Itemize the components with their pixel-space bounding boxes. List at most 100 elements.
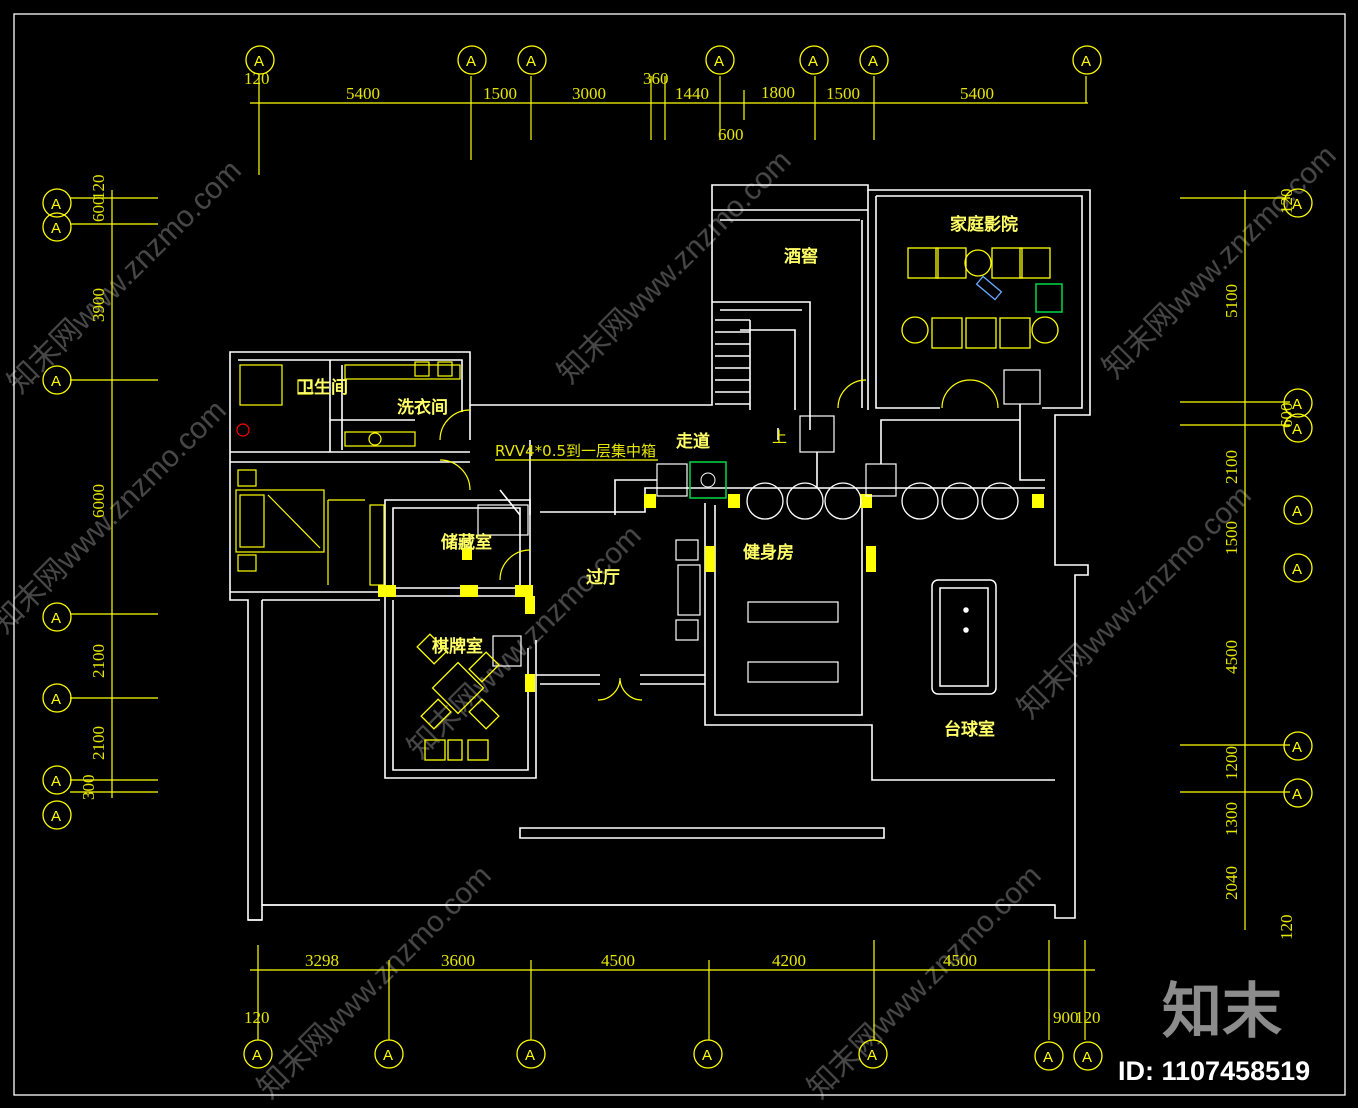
dim-bottom: 120: [1075, 1008, 1101, 1027]
bottom-dimension-text: 3298 3600 4500 4200 4500 120 900 120: [244, 951, 1101, 1027]
dim-bottom: 3298: [305, 951, 339, 970]
watermark-group: 知末网www.znzmo.com 知末网www.znzmo.com 知末网www…: [0, 139, 1343, 1105]
brand-watermark: 知末: [1162, 978, 1282, 1045]
axis-bubble-label: A: [808, 53, 818, 70]
walls: [229, 184, 1091, 921]
room-label-storage: 储藏室: [441, 532, 492, 553]
right-axis-bubbles: A A A A A A A: [1283, 188, 1313, 808]
dim-right: 5100: [1222, 284, 1241, 318]
axis-bubble-label: A: [1082, 1049, 1092, 1066]
axis-bubble-label: A: [1292, 421, 1302, 438]
axis-bubble-label: A: [466, 53, 476, 70]
dim-right: 2040: [1222, 866, 1241, 900]
room-label-home-theater: 家庭影院: [950, 214, 1018, 235]
dim-top: 120: [244, 69, 270, 88]
dim-right: 2100: [1222, 450, 1241, 484]
id-label: ID: 1107458519: [1118, 1056, 1310, 1086]
axis-bubble-label: A: [1292, 739, 1302, 756]
dim-top: 1500: [826, 84, 860, 103]
dim-top: 360: [643, 69, 669, 88]
room-label-corridor: 走道: [676, 431, 710, 452]
dim-top: 1500: [483, 84, 517, 103]
bottom-axis-bubbles: A A A A A A A: [243, 1039, 1103, 1071]
connection-lines: [499, 404, 1045, 516]
dim-bottom: 4500: [943, 951, 977, 970]
axis-bubble-label: A: [254, 53, 264, 70]
watermark-text: 知末网www.znzmo.com: [552, 144, 798, 390]
dim-top: 5400: [346, 84, 380, 103]
billiards-table: [931, 579, 997, 695]
room-label-chess: 棋牌室: [432, 636, 483, 657]
axis-bubble-label: A: [1292, 561, 1302, 578]
axis-bubble-label: A: [1043, 1049, 1053, 1066]
theater-seats: [901, 247, 1059, 349]
dim-left: 600: [89, 197, 108, 223]
dim-right: 1500: [1222, 521, 1241, 555]
left-dimension-line: [70, 190, 158, 798]
dim-left: 2100: [89, 726, 108, 760]
left-dimension-text: 600 120 3900 6000 2100 2100 300: [79, 175, 108, 801]
axis-bubble-label: A: [252, 1047, 262, 1064]
axis-bubble-label: A: [1292, 503, 1302, 520]
dim-right: 4500: [1222, 640, 1241, 674]
watermark-text: 知末网www.znzmo.com: [252, 859, 498, 1105]
wardrobe: [369, 504, 385, 586]
dim-top: 5400: [960, 84, 994, 103]
top-dimension-line: [250, 76, 1088, 175]
axis-bubble-label: A: [383, 1047, 393, 1064]
axis-bubble-label: A: [51, 773, 61, 790]
dim-bottom: 4500: [601, 951, 635, 970]
axis-bubble-label: A: [1292, 786, 1302, 803]
column-blocks: [378, 494, 1044, 692]
dim-left: 6000: [89, 484, 108, 518]
dim-right: 1200: [1222, 746, 1241, 780]
brand-logo: 知末: [1162, 978, 1282, 1045]
axis-bubble-label: A: [1292, 196, 1302, 213]
dim-left: 3900: [89, 288, 108, 322]
axis-bubble-label: A: [51, 691, 61, 708]
right-dimension-line: [1180, 190, 1290, 930]
dim-top: 3000: [572, 84, 606, 103]
dim-top: 600: [718, 125, 744, 144]
doors: [439, 379, 999, 701]
axis-bubble-label: A: [1081, 53, 1091, 70]
axis-bubble-label: A: [714, 53, 724, 70]
dim-right: 1300: [1222, 802, 1241, 836]
watermark-text: 知末网www.znzmo.com: [1097, 139, 1343, 385]
dim-bottom: 4200: [772, 951, 806, 970]
axis-bubble-label: A: [51, 196, 61, 213]
room-label-laundry: 洗衣间: [397, 397, 448, 418]
watermark-text: 知末网www.znzmo.com: [2, 154, 248, 400]
bathroom-fixtures: [236, 361, 461, 447]
axis-bubble-label: A: [51, 373, 61, 390]
axis-bubble-label: A: [868, 53, 878, 70]
room-label-wine-cellar: 酒窖: [784, 246, 818, 267]
stairs-up-label: 上: [772, 428, 787, 446]
dim-right: 600: [1277, 403, 1296, 429]
axis-bubble-label: A: [525, 1047, 535, 1064]
axis-bubble-label: A: [867, 1047, 877, 1064]
gym-equipment: [675, 539, 839, 683]
top-axis-bubbles: A A A A A A A: [245, 45, 1102, 75]
sheet-frame: [13, 13, 1346, 1096]
dim-bottom: 3600: [441, 951, 475, 970]
room-labels: 卫生间 洗衣间 酒窖 家庭影院 走道 储藏室 过厅 健身房 棋牌室 台球室: [297, 214, 1018, 740]
room-label-gym: 健身房: [743, 542, 794, 563]
staircase: [715, 319, 796, 440]
dim-right: 120: [1277, 189, 1296, 215]
corridor-lights: [746, 482, 1019, 520]
dim-right: 120: [1277, 915, 1296, 941]
cable-note: RVV4*0.5到一层集中箱: [495, 442, 656, 460]
top-dimension-text: 120 5400 1500 3000 360 1440 600 1800 150…: [244, 69, 994, 144]
dim-bottom: 900: [1053, 1008, 1079, 1027]
axis-bubble-label: A: [526, 53, 536, 70]
axis-bubble-label: A: [702, 1047, 712, 1064]
axis-bubble-label: A: [1292, 396, 1302, 413]
watermark-text: 知末网www.znzmo.com: [0, 394, 233, 640]
dim-top: 1800: [761, 83, 795, 102]
bottom-dimension-line: [250, 940, 1095, 1040]
room-label-bathroom: 卫生间: [297, 377, 348, 398]
dim-top: 1440: [675, 84, 709, 103]
dim-left: 2100: [89, 644, 108, 678]
